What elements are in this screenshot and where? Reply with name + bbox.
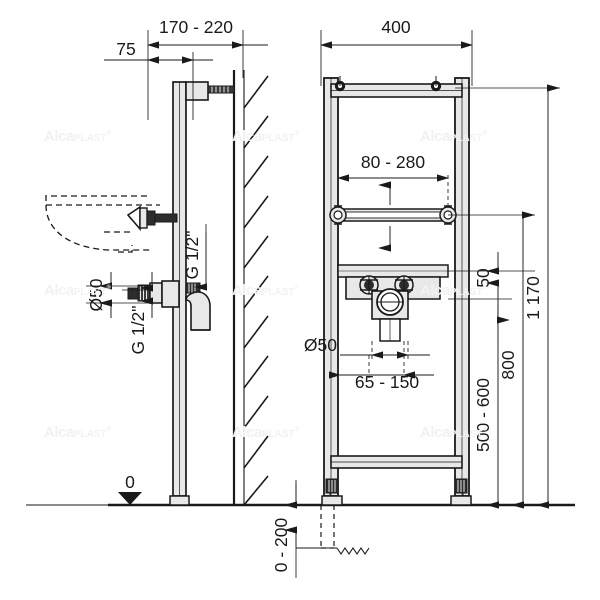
wall-section	[232, 70, 269, 506]
dimension-group-top-left	[104, 30, 268, 120]
dimension-group-80-280	[337, 174, 449, 252]
dim-label-75: 75	[116, 39, 135, 59]
datum-marker	[118, 492, 142, 505]
dim-label-65-150: 65 - 150	[355, 372, 419, 392]
dim-label-1170: 1 170	[523, 276, 543, 320]
dimension-group-400	[320, 30, 473, 86]
waste-outlet	[371, 288, 409, 342]
supply-valve-left	[359, 275, 379, 295]
left-valve-detail	[127, 280, 211, 331]
washbasin-bracket	[126, 205, 178, 232]
dim-label-center-diameter: Ø50	[304, 335, 337, 355]
adjustable-feet	[321, 478, 472, 506]
dim-label-170-220: 170 - 220	[159, 17, 233, 37]
dim-label-0-200: 0 - 200	[271, 517, 291, 572]
dim-label-400: 400	[381, 17, 410, 37]
dimension-group-center-outlet	[329, 341, 434, 379]
dim-label-80-280: 80 - 280	[361, 152, 425, 172]
datum-label-0: 0	[125, 472, 135, 492]
drain-below-floor	[320, 505, 335, 549]
thread-label-upper: G 1/2"	[182, 230, 202, 279]
dimension-group-left-outlet	[86, 224, 207, 318]
adjustable-bracket	[329, 205, 457, 225]
right-frame	[296, 76, 472, 555]
dim-label-50: 50	[473, 268, 493, 288]
wall-hatching	[243, 75, 269, 506]
top-bolts	[334, 76, 442, 92]
dim-label-800: 800	[498, 350, 518, 379]
dim-label-left-diameter: Ø50	[86, 278, 106, 311]
washbasin-outline	[45, 195, 160, 253]
water-connection-panel	[337, 264, 449, 342]
break-symbol	[336, 547, 370, 555]
dimension-group-vertical	[448, 84, 560, 509]
dim-label-500-600: 500 - 600	[473, 378, 493, 452]
thread-label-lower-left: G 1/2"	[128, 305, 148, 354]
